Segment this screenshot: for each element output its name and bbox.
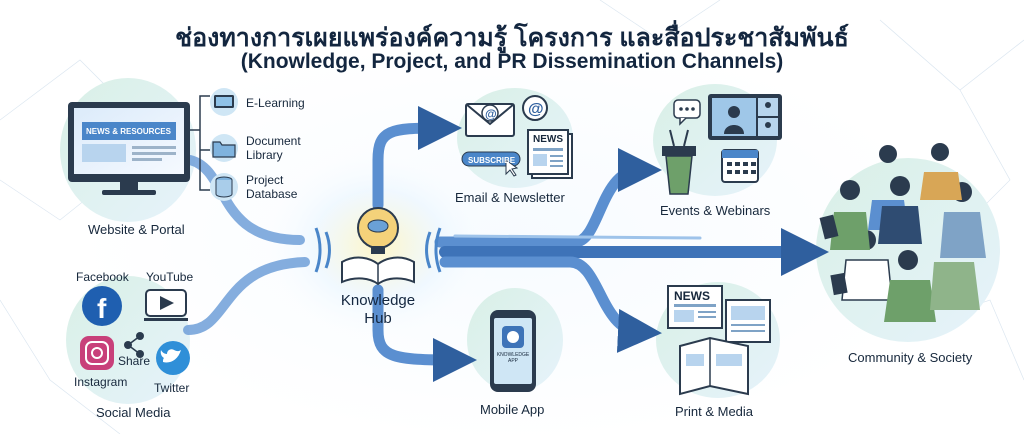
title-thai: ช่องทางการเผยแพร่องค์ความรู้ โครงการ และ… — [175, 24, 849, 52]
monitor-icon — [68, 102, 190, 195]
flow-hub-email — [372, 106, 462, 211]
social-label: Social Media — [96, 405, 171, 420]
subitem-document-library-line2: Library — [246, 148, 283, 162]
instagram-label: Instagram — [74, 375, 128, 389]
chat-bubble-icon — [673, 99, 701, 126]
subitem-e-learning: E-Learning — [246, 96, 305, 110]
hub-label-line2: Hub — [364, 310, 392, 327]
share-icon — [124, 332, 144, 358]
email-label: Email & Newsletter — [455, 190, 565, 205]
share-label: Share — [118, 354, 151, 368]
website-label: Website & Portal — [88, 222, 185, 237]
email-news-text: NEWS — [533, 134, 563, 145]
website-banner-text: NEWS & RESOURCES — [86, 127, 171, 136]
print-news-text: NEWS — [674, 289, 710, 303]
video-call-icon — [708, 94, 782, 140]
instagram-icon — [80, 336, 114, 370]
subitem-project-database-line1: Project — [246, 173, 284, 187]
svg-text:f: f — [97, 293, 107, 324]
subscribe-button-icon — [461, 151, 521, 177]
flow-arrows — [183, 106, 829, 382]
youtube-label: YouTube — [146, 270, 194, 284]
facebook-icon: f — [82, 286, 122, 326]
database-icon — [210, 173, 238, 201]
newspaper-icon — [527, 129, 573, 179]
flow-social-hub — [183, 257, 310, 335]
facebook-label: Facebook — [76, 270, 129, 284]
youtube-icon — [144, 289, 188, 321]
title-english: (Knowledge, Project, and PR Disseminatio… — [240, 50, 784, 73]
twitter-icon — [156, 341, 190, 375]
podium-icon — [662, 129, 696, 195]
print-newspaper-icon — [667, 285, 771, 396]
flow-hub-community-thin — [453, 234, 702, 240]
svg-text:@: @ — [485, 107, 497, 121]
people-group-icon — [819, 143, 986, 322]
subitem-document-library-line1: Document — [246, 134, 301, 148]
print-label: Print & Media — [675, 404, 754, 419]
knowledge-hub-icon — [314, 207, 442, 286]
hub-label-line1: Knowledge — [340, 292, 416, 309]
envelope-icon: @ — [465, 103, 515, 137]
mobile-label: Mobile App — [480, 402, 545, 417]
twitter-label: Twitter — [154, 381, 190, 395]
flow-website-hub — [185, 155, 305, 245]
e-learning-icon — [210, 88, 238, 116]
at-sign-icon: @ — [522, 95, 548, 121]
events-label: Events & Webinars — [660, 203, 771, 218]
flow-hub-print — [439, 256, 662, 353]
app-text-line1: KNOWLEDGE — [496, 352, 530, 358]
svg-text:@: @ — [528, 101, 544, 118]
app-text-line2: APP — [507, 358, 518, 364]
calendar-icon — [721, 149, 759, 183]
smartphone-icon — [490, 310, 536, 392]
subscribe-text: SUBSCRIBE — [468, 156, 516, 165]
subitem-project-database-line2: Database — [246, 187, 298, 201]
folder-icon — [210, 134, 238, 162]
website-bracket — [190, 95, 210, 191]
flow-hub-events — [434, 148, 662, 248]
flow-hub-mobile — [372, 284, 477, 382]
community-label: Community & Society — [848, 350, 973, 365]
